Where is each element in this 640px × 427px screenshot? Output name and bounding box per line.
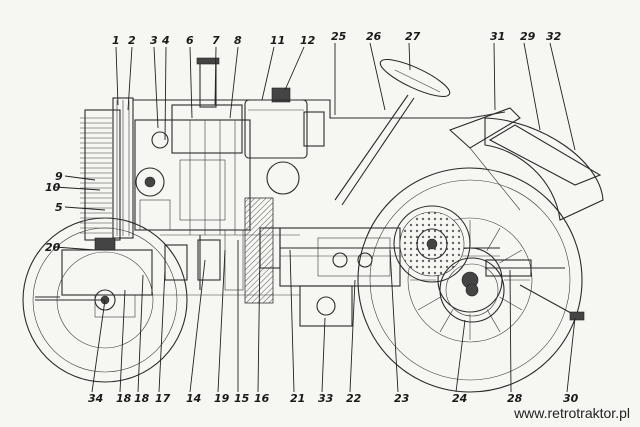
callout-top-0: 1 (112, 34, 120, 47)
callout-top-14: 32 (546, 30, 562, 43)
rear-fender (484, 117, 604, 221)
callout-bottom-1: 18 (116, 392, 132, 405)
leader-top-13 (523, 42, 541, 131)
leader-bottom-9 (321, 317, 326, 393)
front-axle (35, 237, 153, 318)
callout-top-1: 2 (128, 34, 136, 47)
callout-bottom-6: 15 (234, 392, 250, 405)
callout-top-9: 25 (331, 30, 347, 43)
callout-top-8: 12 (300, 34, 316, 47)
leader-bottom-10 (349, 279, 356, 393)
callout-top-11: 27 (405, 30, 421, 43)
callout-bottom-8: 21 (290, 392, 305, 405)
callout-bottom-5: 19 (214, 392, 230, 405)
fuel-tank (244, 87, 325, 195)
leader-top-0 (115, 46, 119, 106)
callout-bottom-14: 30 (563, 392, 579, 405)
leader-bottom-4 (189, 259, 206, 393)
leader-left-2 (64, 206, 106, 211)
leader-bottom-14 (566, 317, 576, 393)
callout-bottom-4: 14 (186, 392, 201, 405)
leader-top-14 (549, 42, 576, 151)
leader-top-2 (153, 46, 159, 129)
leader-bottom-5 (217, 249, 226, 393)
leader-left-0 (64, 175, 96, 181)
leader-bottom-3 (158, 269, 166, 393)
callout-bottom-0: 34 (88, 392, 103, 405)
leader-bottom-12 (455, 319, 466, 393)
callout-bottom-10: 22 (346, 392, 362, 405)
leader-lines (54, 42, 576, 393)
callout-left-0: 9 (55, 170, 63, 183)
callout-top-13: 29 (520, 30, 536, 43)
leader-top-3 (164, 46, 167, 141)
leader-left-3 (54, 246, 96, 251)
leader-bottom-2 (137, 274, 144, 393)
engine-block (134, 57, 251, 235)
drive-gear (393, 205, 505, 323)
rear-drawbar (485, 259, 585, 321)
callout-bottom-13: 28 (507, 392, 523, 405)
steering (334, 59, 451, 206)
callout-top-7: 11 (270, 34, 285, 47)
leader-bottom-11 (389, 249, 399, 393)
leader-bottom-0 (91, 299, 106, 393)
callout-bottom-11: 23 (394, 392, 410, 405)
leader-top-12 (493, 42, 496, 111)
flywheel-housing (244, 197, 281, 304)
callout-top-6: 8 (234, 34, 242, 47)
callout-top-3: 4 (161, 34, 170, 47)
callout-bottom-3: 17 (155, 392, 171, 405)
callout-bottom-9: 33 (318, 392, 334, 405)
leader-left-1 (54, 186, 101, 191)
callout-left-1: 10 (45, 181, 61, 194)
leader-top-1 (127, 46, 133, 111)
leader-top-5 (214, 46, 217, 106)
seat (448, 107, 602, 211)
callout-left-3: 20 (45, 241, 61, 254)
leader-top-4 (189, 46, 193, 119)
callout-top-12: 31 (490, 30, 505, 43)
callout-bottom-2: 18 (134, 392, 150, 405)
callout-top-2: 3 (150, 34, 158, 47)
callout-top-10: 26 (366, 30, 382, 43)
leader-top-8 (284, 46, 305, 91)
leader-bottom-1 (119, 289, 126, 393)
leader-bottom-13 (509, 269, 512, 393)
callout-top-5: 7 (212, 34, 220, 47)
leader-bottom-7 (257, 249, 261, 393)
leader-top-11 (408, 42, 411, 71)
leader-top-6 (229, 46, 239, 119)
callout-left-2: 5 (55, 201, 63, 214)
callout-bottom-12: 24 (452, 392, 467, 405)
leader-bottom-8 (289, 249, 295, 393)
frame (150, 229, 300, 296)
watermark: www.retrotraktor.pl (514, 405, 630, 421)
radiator (80, 97, 134, 241)
callout-top-4: 6 (186, 34, 194, 47)
leader-top-7 (261, 46, 275, 101)
callout-bottom-7: 16 (254, 392, 270, 405)
leader-top-10 (369, 42, 386, 111)
hood (133, 99, 506, 210)
